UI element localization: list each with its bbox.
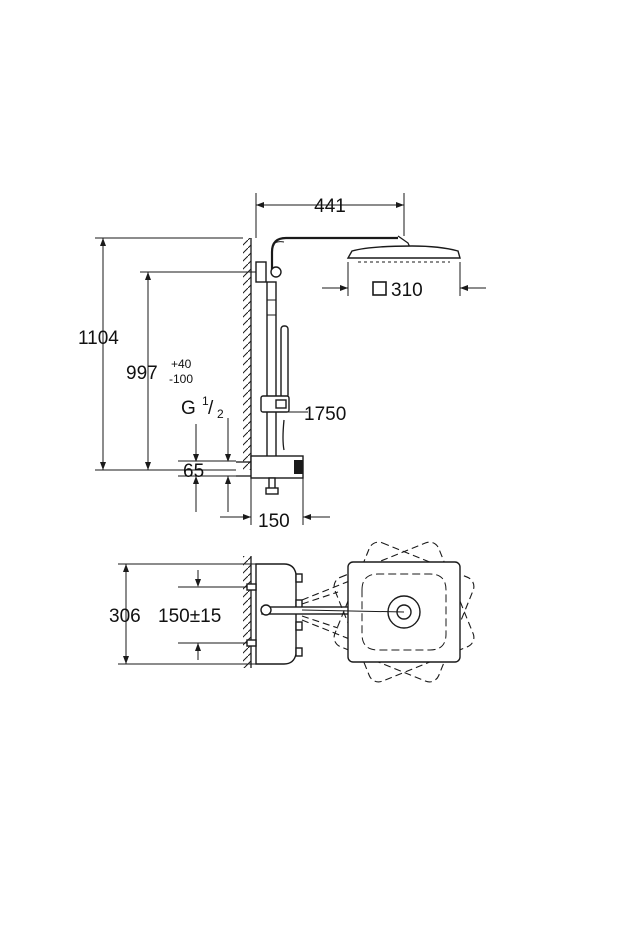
dim-height-tol-plus: +40 (171, 357, 192, 371)
dim-thread-den: 2 (217, 407, 224, 421)
head-shower (346, 245, 461, 259)
dim-projection: 150 (258, 511, 290, 532)
dim-total-height: 1104 (78, 328, 119, 349)
hand-shower (280, 325, 289, 399)
dim-inlet-height: 65 (183, 461, 204, 482)
dim-head-size: 310 (391, 280, 423, 301)
dim-hose: 1750 (304, 404, 346, 425)
dim-thread-prefix: G (181, 398, 196, 419)
top-view: 306 150±15 (109, 541, 475, 683)
dim-height-tol-minus: -100 (169, 372, 193, 386)
fraction-slash: / (208, 398, 214, 419)
shower-hose (282, 419, 285, 451)
dim-depth: 306 (109, 606, 141, 627)
wall-hatch-side (243, 238, 251, 470)
dim-height-main: 997 (126, 363, 158, 384)
side-view: 441 310 1104 997 +40 -100 G 1 / 2 (78, 193, 486, 532)
dim-width-top: 441 (314, 196, 346, 217)
square-symbol-icon (372, 281, 387, 296)
dim-spacing: 150±15 (158, 606, 221, 627)
wall-hatch-top (243, 556, 251, 668)
wall-bracket-upper (255, 261, 267, 283)
riser-rail (266, 281, 277, 461)
thermostat-knob-side (294, 460, 303, 474)
dim-thread-num: 1 (202, 394, 209, 408)
